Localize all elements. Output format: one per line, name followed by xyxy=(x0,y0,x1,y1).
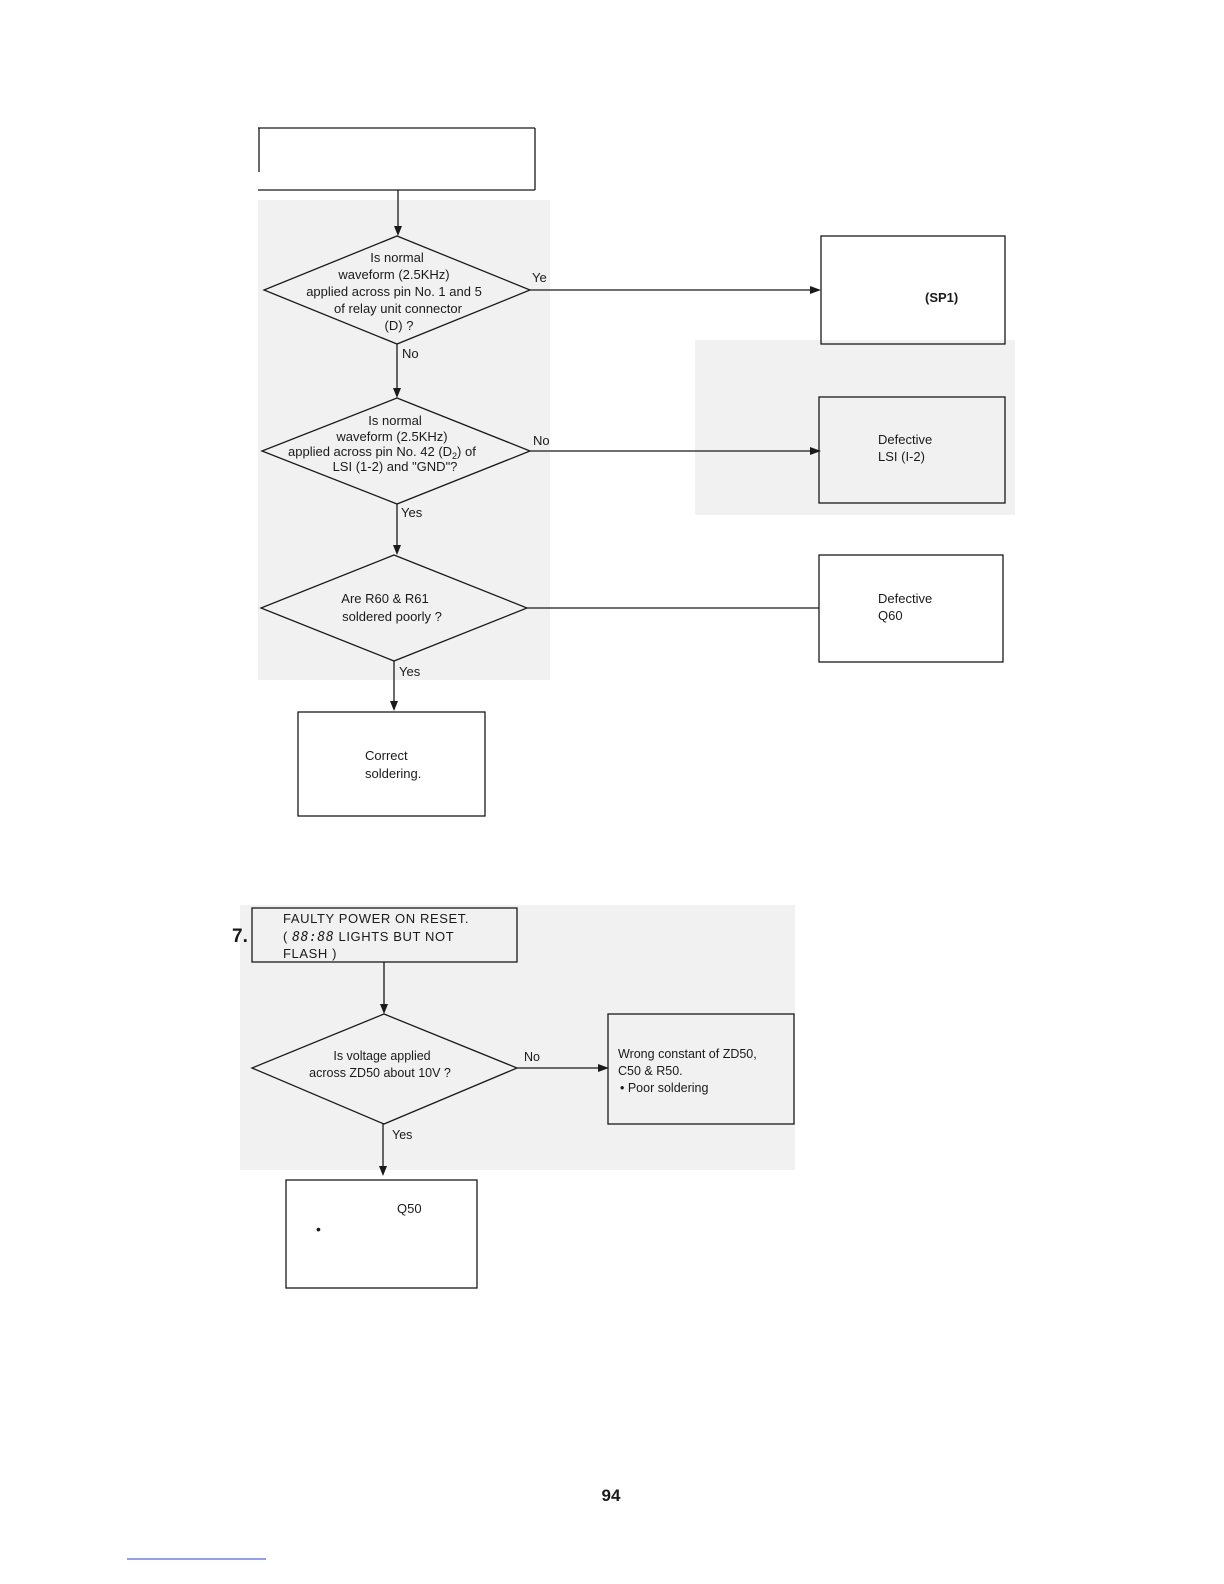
zd50-q-line-2: across ZD50 about 10V ? xyxy=(309,1066,451,1080)
decision-q2-text: Is normal waveform (2.5KHz) applied acro… xyxy=(288,413,476,474)
section7-title-line-1: FAULTY POWER ON RESET. xyxy=(283,911,469,926)
result-box-correct-soldering xyxy=(297,711,486,817)
q2-line-4: LSI (1-2) and "GND"? xyxy=(333,459,458,474)
title-paren-open: ( xyxy=(283,929,292,944)
section-number: 7. xyxy=(232,926,248,947)
q1-line-2: waveform (2.5KHz) xyxy=(337,267,449,282)
arrowhead xyxy=(393,388,401,398)
q60-line-1: Defective xyxy=(878,591,932,606)
q1-line-3: applied across pin No. 1 and 5 xyxy=(306,284,482,299)
result-box-wrong-constant xyxy=(607,1013,795,1125)
wrong-line-3: • Poor soldering xyxy=(620,1081,709,1095)
wrong-line-2: C50 & R50. xyxy=(618,1064,683,1078)
q2-line-3b: ) of xyxy=(457,444,476,459)
q1-no-label: No xyxy=(402,346,419,361)
lsi-line-1: Defective xyxy=(878,432,932,447)
zd50-q-line-1: Is voltage applied xyxy=(333,1049,430,1063)
decision-zd50-diamond xyxy=(250,1013,519,1125)
q1-yes-label: Ye xyxy=(532,270,547,285)
section7-title-line-2: ( 88:88 LIGHTS BUT NOT xyxy=(283,929,454,945)
result-box-lsi xyxy=(818,396,1006,504)
zd50-no-label: No xyxy=(524,1050,540,1064)
arrowhead xyxy=(393,545,401,555)
q2-line-2: waveform (2.5KHz) xyxy=(335,429,447,444)
arrowhead xyxy=(810,286,821,294)
q1-line-4: of relay unit connector xyxy=(334,301,463,316)
q2-line-3a: applied across pin No. 42 (D xyxy=(288,444,452,459)
arrowhead xyxy=(394,226,402,236)
scan-shade-top-right xyxy=(695,340,1015,515)
correct-line-1: Correct xyxy=(365,748,408,763)
arrowhead xyxy=(598,1064,609,1072)
display-digits: 88:88 xyxy=(292,930,334,945)
arrowhead xyxy=(379,1166,387,1176)
q1-line-1: Is normal xyxy=(370,250,424,265)
result-box-sp1 xyxy=(820,235,1006,345)
q1-line-5: (D) ? xyxy=(385,318,414,333)
q2-line-1: Is normal xyxy=(368,413,422,428)
q3-line-1: Are R60 & R61 xyxy=(341,591,428,606)
q3-line-2: soldered poorly ? xyxy=(342,609,442,624)
title-lights-but-not: LIGHTS BUT NOT xyxy=(334,929,454,944)
arrowhead xyxy=(810,447,821,455)
arrowhead xyxy=(380,1004,388,1014)
q3-yes-label: Yes xyxy=(399,664,421,679)
q2-line-3: applied across pin No. 42 (D2) of xyxy=(288,444,476,461)
q60-line-2: Q60 xyxy=(878,608,903,623)
q2-yes-label: Yes xyxy=(401,505,423,520)
q50-text: Q50 xyxy=(397,1201,422,1216)
q50-bullet: • xyxy=(316,1221,321,1237)
lsi-line-2: LSI (I-2) xyxy=(878,449,925,464)
wrong-line-1: Wrong constant of ZD50, xyxy=(618,1047,757,1061)
result-box-q50 xyxy=(285,1179,478,1289)
sp1-text: (SP1) xyxy=(925,290,958,305)
section7-title-line-3: FLASH ) xyxy=(283,946,337,961)
correct-line-2: soldering. xyxy=(365,766,421,781)
start-box-blank xyxy=(258,127,536,191)
page-number: 94 xyxy=(602,1486,621,1505)
arrowhead xyxy=(390,701,398,711)
q2-no-label: No xyxy=(533,433,550,448)
decision-q1-text: Is normal waveform (2.5KHz) applied acro… xyxy=(306,250,482,333)
zd50-yes-label: Yes xyxy=(392,1128,412,1142)
q2-line-3-subscript: 2 xyxy=(452,451,457,461)
result-box-q60 xyxy=(818,554,1004,663)
